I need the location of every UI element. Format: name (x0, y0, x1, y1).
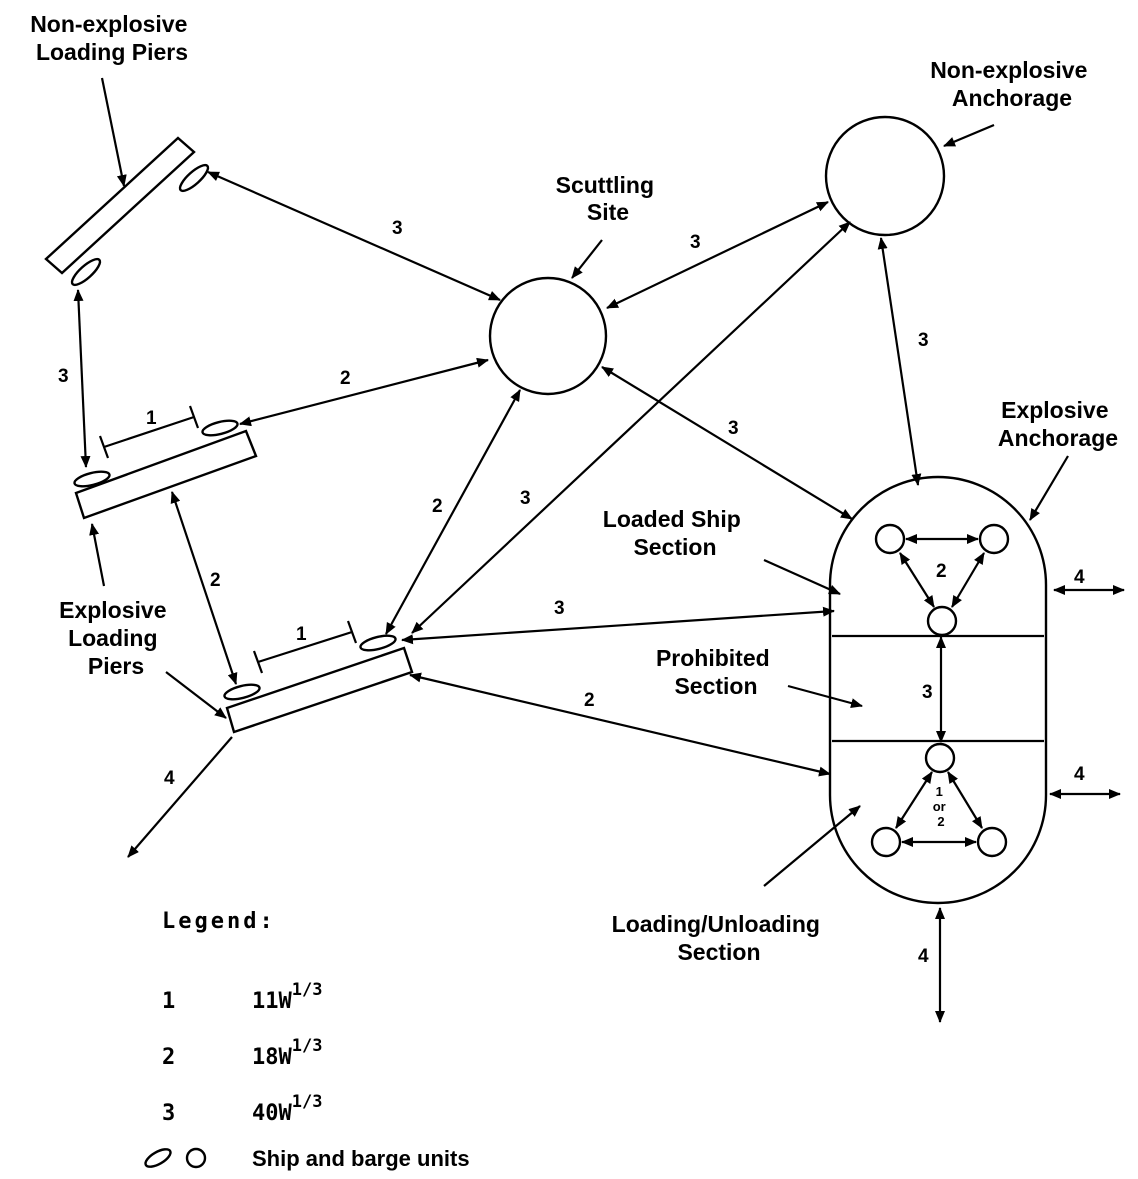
ship-unit (223, 683, 261, 701)
spacing-bracket-upper (98, 405, 200, 459)
explosive-pier-upper (74, 429, 258, 520)
explosive-anchorage-boundary (828, 475, 1048, 905)
legend-value: 18W1/3 (252, 1036, 322, 1070)
distance-label: 1 (296, 624, 307, 645)
legend-value: 11W1/3 (252, 980, 322, 1014)
ship-unit (978, 523, 1010, 555)
legend-ship-symbol (144, 1148, 172, 1168)
distance-label: 3 (922, 682, 933, 703)
legend-key: 2 (162, 1045, 175, 1070)
loading-unloading-section-label: Loading/Unloading Section (612, 911, 827, 965)
distance-arrows (73, 170, 1125, 1023)
distance-label: 2 (210, 570, 221, 591)
legend-title: Legend: (162, 909, 276, 934)
scuttling-site-circle (488, 276, 608, 396)
legend-key: 1 (162, 989, 175, 1014)
non-explosive-anchorage-label: Non-explosive Anchorage (930, 57, 1094, 111)
ship-unit (178, 163, 210, 193)
explosive-pier-lower (225, 646, 414, 734)
distance-label: 4 (1074, 567, 1085, 588)
ship-unit (70, 257, 102, 287)
distance-label: 3 (690, 232, 701, 253)
non-explosive-pier (44, 136, 196, 275)
distance-label: 4 (918, 946, 929, 967)
non-explosive-anchorage-circle (824, 115, 946, 237)
ship-unit (926, 605, 958, 637)
prohibited-section-label: Prohibited Section (656, 645, 776, 699)
distance-label: 2 (936, 561, 947, 582)
distance-label: 2 (432, 496, 443, 517)
distance-label-1-or-2: 1 or 2 (933, 784, 950, 829)
distance-label: 2 (340, 368, 351, 389)
ship-unit (359, 634, 397, 652)
ship-unit (201, 419, 239, 437)
distance-label: 4 (164, 768, 175, 789)
distance-label: 1 (146, 408, 157, 429)
ship-unit (874, 523, 906, 555)
distance-label: 3 (918, 330, 929, 351)
explosive-anchorage-label: Explosive Anchorage (998, 397, 1118, 451)
ship-unit (924, 742, 956, 774)
legend-key: 3 (162, 1101, 175, 1126)
ship-unit (976, 826, 1008, 858)
scuttling-site-label: Scuttling Site (556, 172, 661, 225)
legend-barge-symbol (185, 1147, 207, 1169)
spacing-bracket-lower (252, 620, 358, 674)
distance-label: 3 (728, 418, 739, 439)
label-pointers (89, 77, 1069, 887)
distance-label: 3 (520, 488, 531, 509)
distance-label: 3 (392, 218, 403, 239)
ship-unit (73, 470, 111, 488)
loaded-ship-section-label: Loaded Ship Section (603, 506, 747, 560)
non-explosive-loading-piers-label: Non-explosive Loading Piers (30, 11, 194, 65)
distance-label: 2 (584, 690, 595, 711)
ship-unit (870, 826, 902, 858)
distance-label: 3 (58, 366, 69, 387)
legend-units-label: Ship and barge units (252, 1146, 470, 1171)
distance-label: 3 (554, 598, 565, 619)
explosive-loading-piers-label: Explosive Loading Piers (59, 597, 173, 679)
distance-label: 4 (1074, 764, 1085, 785)
legend-value: 40W1/3 (252, 1092, 322, 1126)
